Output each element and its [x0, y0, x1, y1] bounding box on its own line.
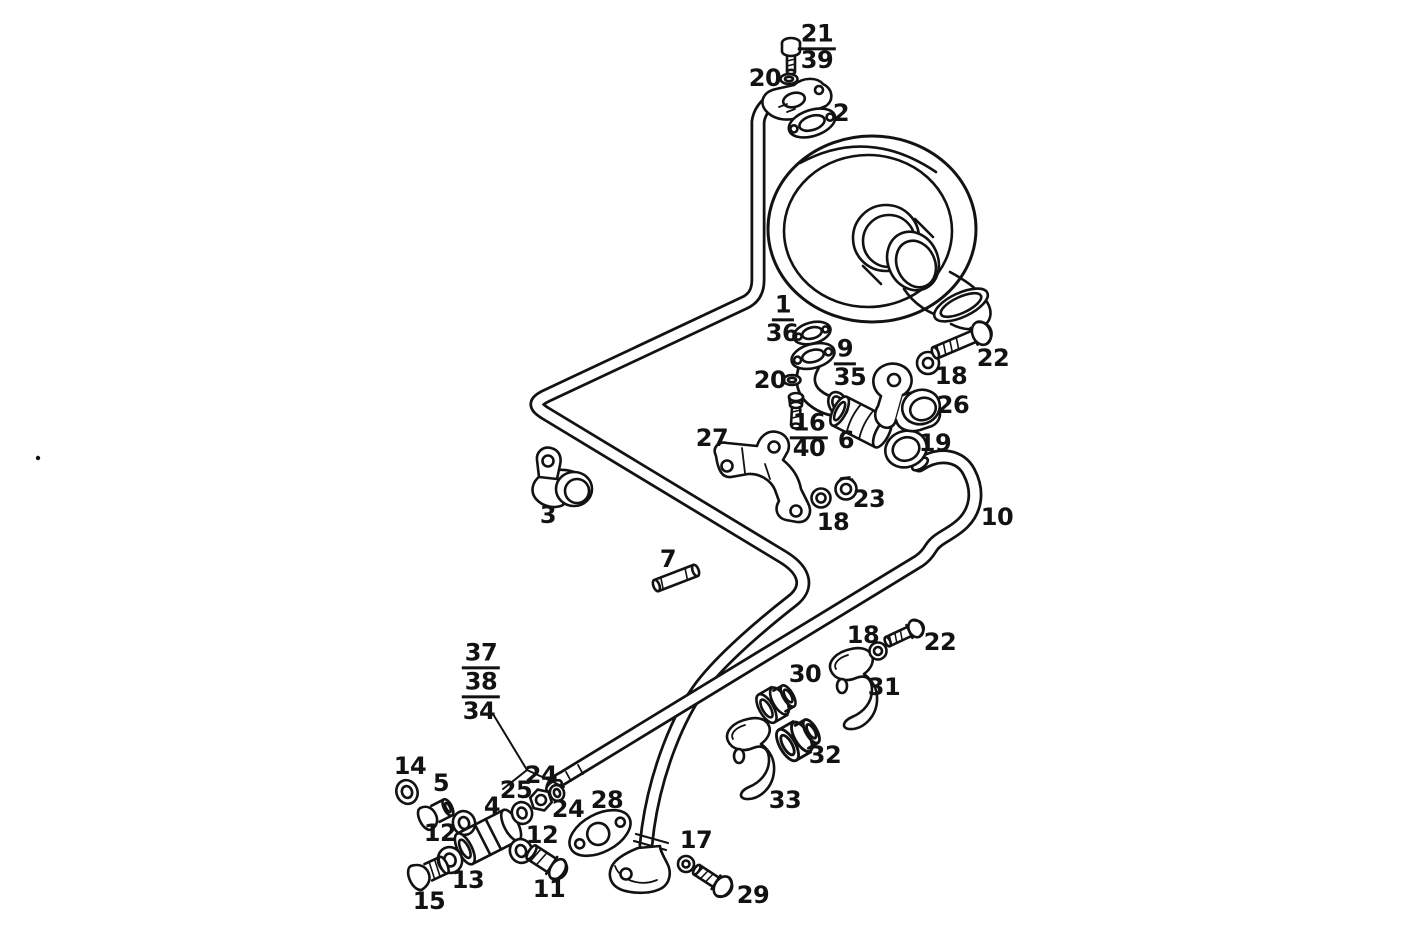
bolt-15: [406, 855, 450, 892]
hex-washer-24a: [528, 788, 554, 812]
bolt-21-39: [780, 36, 802, 76]
bolt-16-40: [787, 391, 805, 430]
bushing-30: [755, 684, 797, 725]
washer-24b: [548, 783, 566, 803]
fitting-4: [453, 808, 523, 866]
reference-dot: [35, 455, 41, 461]
banjo-bolt-5: [416, 797, 455, 832]
washer-14: [395, 778, 419, 806]
nut-23: [834, 476, 858, 501]
washer-20-mid: [782, 373, 802, 387]
bracket-27: [713, 430, 812, 524]
bolt-11: [525, 844, 569, 881]
clamp-3: [531, 446, 594, 509]
turbocharger-body: [766, 134, 992, 331]
pin-7: [651, 563, 701, 593]
saddle-clamp-31: [828, 646, 879, 731]
gasket-2: [787, 107, 837, 139]
washer-17: [676, 854, 696, 874]
fitting-26: [872, 362, 942, 433]
leader-lines: [492, 713, 565, 790]
washer-20-upper: [779, 72, 799, 86]
gasket-28: [568, 808, 632, 858]
washer-18-lower: [868, 641, 888, 661]
oil-pipe-10: [545, 449, 983, 795]
washer-25: [510, 800, 534, 826]
bolt-22-lower: [883, 618, 926, 648]
washer-12-left: [451, 809, 477, 837]
bolt-22-upper: [930, 320, 993, 360]
pipe-foot-fitting: [608, 832, 672, 895]
saddle-clamp-33: [725, 716, 776, 801]
clamp-19: [884, 418, 928, 469]
bushing-32: [775, 718, 821, 763]
washer-18-mid: [810, 487, 832, 509]
bolt-29: [691, 863, 734, 899]
